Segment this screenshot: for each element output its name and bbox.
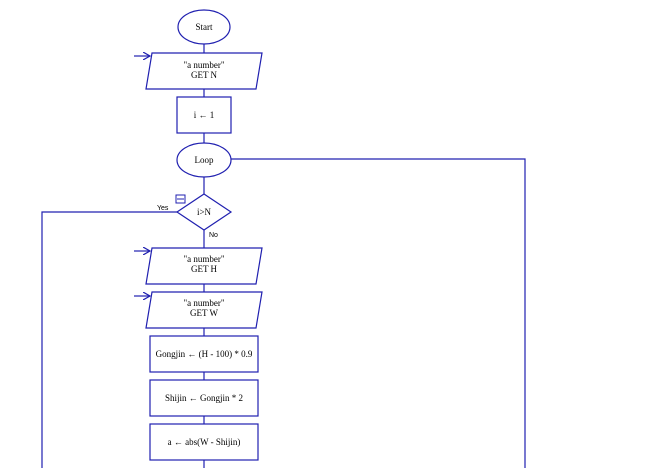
assign-shijin-rect — [149, 379, 259, 417]
loop-node[interactable]: Loop — [176, 142, 232, 178]
connector-yes-branch — [41, 211, 177, 468]
input-n-prompt: "a number" — [183, 60, 224, 70]
start-label: Start — [196, 22, 213, 32]
connector-loop-back — [231, 158, 526, 468]
input-h-parallelogram — [145, 247, 263, 285]
assign-i-rect — [176, 96, 232, 134]
input-h-prompt: "a number" — [183, 254, 224, 264]
assign-a-label: a ← abs(W - Shijin) — [168, 437, 241, 447]
assign-i-label: i ← 1 — [194, 110, 215, 120]
assign-gongjin-node[interactable]: Gongjin ← (H - 100) * 0.9 — [149, 335, 259, 373]
assign-gongjin-label: Gongjin ← (H - 100) * 0.9 — [156, 349, 253, 359]
assign-a-node[interactable]: a ← abs(W - Shijin) — [149, 423, 259, 461]
loop-ellipse — [176, 142, 232, 178]
decision-diamond — [175, 193, 233, 231]
no-label: No — [209, 232, 218, 239]
yes-label: Yes — [157, 205, 169, 212]
input-w-parallelogram — [145, 291, 263, 329]
assign-shijin-node[interactable]: Shijin ← Gongjin * 2 — [149, 379, 259, 417]
input-h-node[interactable]: "a number" GET H — [145, 247, 263, 285]
assign-i-node[interactable]: i ← 1 — [176, 96, 232, 134]
start-node[interactable]: Start — [177, 9, 231, 45]
input-n-node[interactable]: "a number" GET N — [145, 52, 263, 90]
input-n-parallelogram — [145, 52, 263, 90]
start-ellipse — [177, 9, 231, 45]
input-n-command: GET N — [191, 70, 218, 80]
decision-node[interactable]: i>N — [175, 193, 233, 231]
assign-a-rect — [149, 423, 259, 461]
input-h-command: GET H — [191, 264, 218, 274]
assign-gongjin-rect — [149, 335, 259, 373]
input-w-node[interactable]: "a number" GET W — [145, 291, 263, 329]
input-w-prompt: "a number" — [183, 298, 224, 308]
input-w-command: GET W — [190, 308, 218, 318]
collapse-toggle-icon[interactable] — [175, 194, 186, 204]
connectors — [41, 44, 526, 468]
loop-label: Loop — [195, 155, 214, 165]
decision-label: i>N — [197, 207, 212, 217]
assign-shijin-label: Shijin ← Gongjin * 2 — [165, 393, 243, 403]
